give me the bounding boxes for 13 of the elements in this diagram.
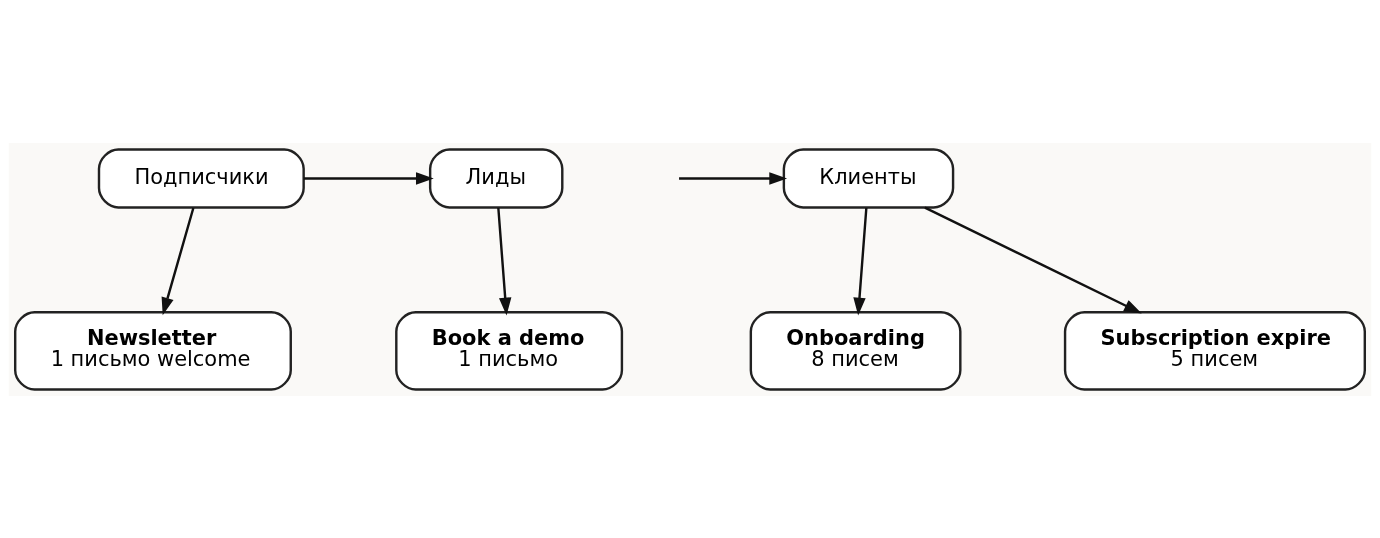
node-box: Лиды <box>428 147 564 209</box>
arrow <box>497 207 512 315</box>
arrow <box>679 171 788 185</box>
node-box: Newsletter 1 письмо welcome <box>14 310 292 391</box>
node-box: Подписчики <box>97 147 305 209</box>
arrow <box>853 207 868 315</box>
arrow <box>161 207 195 315</box>
node-box: Book a demo 1 письмо <box>395 310 624 391</box>
node-box: Onboarding 8 писем <box>749 310 962 391</box>
arrow <box>303 171 434 185</box>
node-box: Клиенты <box>782 147 955 209</box>
arrow <box>924 206 1142 313</box>
node-box: Subscription expire 5 писем <box>1063 310 1366 391</box>
